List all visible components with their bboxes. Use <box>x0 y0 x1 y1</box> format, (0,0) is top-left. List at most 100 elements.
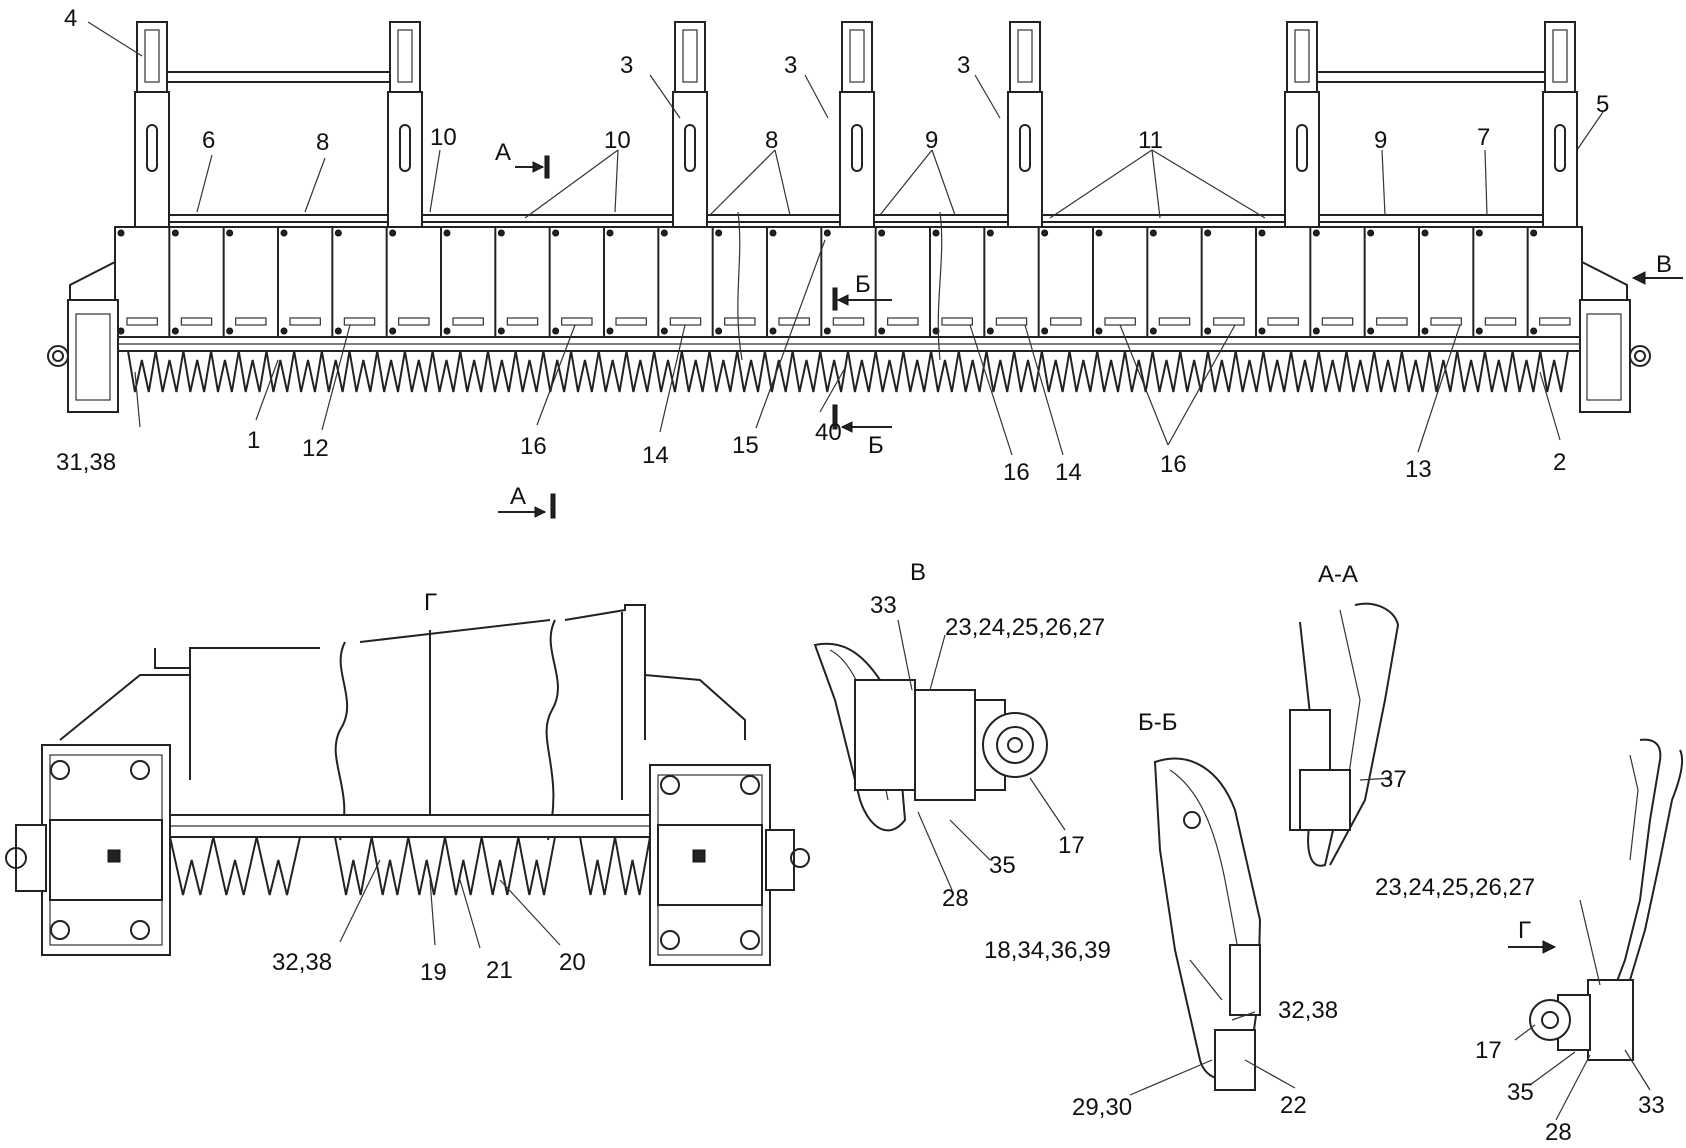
callout-13: 13 <box>1405 456 1432 483</box>
panel-bolt <box>1204 229 1212 237</box>
callout-28: 28 <box>1545 1119 1572 1146</box>
cutter-tooth <box>169 836 215 896</box>
panel-slot <box>398 317 430 326</box>
panel-bolt <box>1367 327 1375 335</box>
svg-text:А: А <box>510 483 526 510</box>
cutter-tooth <box>1040 350 1071 393</box>
panel-bolt <box>171 327 179 335</box>
callout-19: 19 <box>420 959 447 986</box>
panel-slot <box>452 317 484 326</box>
cutter-tooth <box>514 350 545 393</box>
callout-16: 16 <box>1160 451 1187 478</box>
cutter-tooth <box>212 836 258 896</box>
panel-bolt <box>280 327 288 335</box>
cutter-tooth <box>708 350 739 393</box>
post-slot <box>1019 124 1031 172</box>
view-v-leaders <box>897 619 1066 891</box>
post <box>134 91 170 229</box>
view-g-arrow-label: Г <box>1518 917 1531 944</box>
panel-bolt <box>1095 327 1103 335</box>
view-g-right-housing <box>649 764 810 966</box>
panel-slot <box>1321 317 1354 326</box>
callout-32-38: 32,38 <box>272 949 332 976</box>
cutter-tooth <box>542 350 573 393</box>
section-aa-detail: А-А 37 <box>1289 561 1407 867</box>
cutter-tooth <box>1428 350 1459 393</box>
callout-3: 3 <box>784 52 797 79</box>
cutter-tooth <box>1345 350 1376 393</box>
post <box>1007 91 1043 229</box>
callout-12: 12 <box>302 435 329 462</box>
panel-bolt <box>606 327 614 335</box>
cutter-tooth <box>1123 350 1154 393</box>
post-bracket <box>841 21 873 93</box>
cutter-tooth <box>517 836 556 896</box>
cutter-tooth <box>1539 350 1569 393</box>
panel-slot <box>1484 317 1517 326</box>
section-b-bottom-marker: Б <box>832 404 892 459</box>
panel-slot <box>724 317 756 326</box>
panel-slot <box>1213 317 1245 326</box>
post <box>672 91 708 229</box>
post-slot <box>399 124 411 172</box>
panel-bolt <box>552 229 560 237</box>
post-slot <box>1017 29 1033 83</box>
callout-1: 1 <box>247 427 260 454</box>
panel-bolt <box>171 229 179 237</box>
panel-bolt <box>389 327 397 335</box>
panel-slot <box>1376 317 1408 326</box>
panel-slot <box>615 317 647 326</box>
callout-9: 9 <box>925 127 938 154</box>
callout-40: 40 <box>815 419 842 446</box>
callout-32-38: 32,38 <box>1278 997 1338 1024</box>
view-g-leaders <box>339 859 561 949</box>
cutter-tooth <box>154 350 185 393</box>
cutter-tooth <box>736 350 766 393</box>
cutter-tooth <box>597 350 628 393</box>
callout-16: 16 <box>1003 459 1030 486</box>
panel-bolt <box>280 229 288 237</box>
cutter-tooth <box>265 350 296 393</box>
callout-16: 16 <box>520 433 547 460</box>
callout-4: 4 <box>64 5 77 32</box>
cutter-tooth <box>874 350 905 393</box>
post-bracket <box>1009 21 1041 93</box>
callout-9: 9 <box>1374 127 1387 154</box>
panel-slot <box>506 317 539 326</box>
panel-bolt <box>660 327 668 335</box>
panel-bolt <box>1258 229 1266 237</box>
panel-bolt <box>1095 229 1103 237</box>
cutter-tooth <box>1179 350 1209 393</box>
cutter-tooth <box>614 836 651 896</box>
panel-bolt <box>715 327 723 335</box>
view-g-side-detail: Г 23,24,25,26,27 17 35 28 33 <box>1375 738 1683 1146</box>
cutter-tooth <box>902 350 933 393</box>
cutter-tooth <box>1234 350 1265 393</box>
svg-text:Б: Б <box>868 432 884 459</box>
callout-3: 3 <box>957 52 970 79</box>
post-slot <box>397 29 413 83</box>
cutter-tooth <box>1483 350 1514 393</box>
callout-31-38: 31,38 <box>56 449 116 476</box>
panel-bolt <box>443 229 451 237</box>
panel-bolt <box>1530 229 1538 237</box>
cutter-tooth <box>459 350 489 393</box>
post-slot <box>1554 124 1566 172</box>
panel-slot <box>126 317 158 326</box>
cutter-tooth <box>255 836 301 896</box>
callout-37: 37 <box>1380 766 1407 793</box>
cutter-tooth <box>653 350 683 393</box>
panel-slot <box>289 317 321 326</box>
callout-3: 3 <box>620 52 633 79</box>
panel-bolt <box>1041 229 1049 237</box>
callout-21: 21 <box>486 957 513 984</box>
callout-35: 35 <box>989 852 1016 879</box>
cutter-tooth <box>763 350 794 393</box>
right-drive-housing <box>1579 260 1651 413</box>
panel-bolt <box>1204 327 1212 335</box>
cutter-tooth <box>1207 350 1237 393</box>
panel-bolt <box>986 327 994 335</box>
cutter-tooth <box>1096 350 1126 393</box>
callout-17: 17 <box>1475 1037 1502 1064</box>
panel-bolt <box>769 327 777 335</box>
